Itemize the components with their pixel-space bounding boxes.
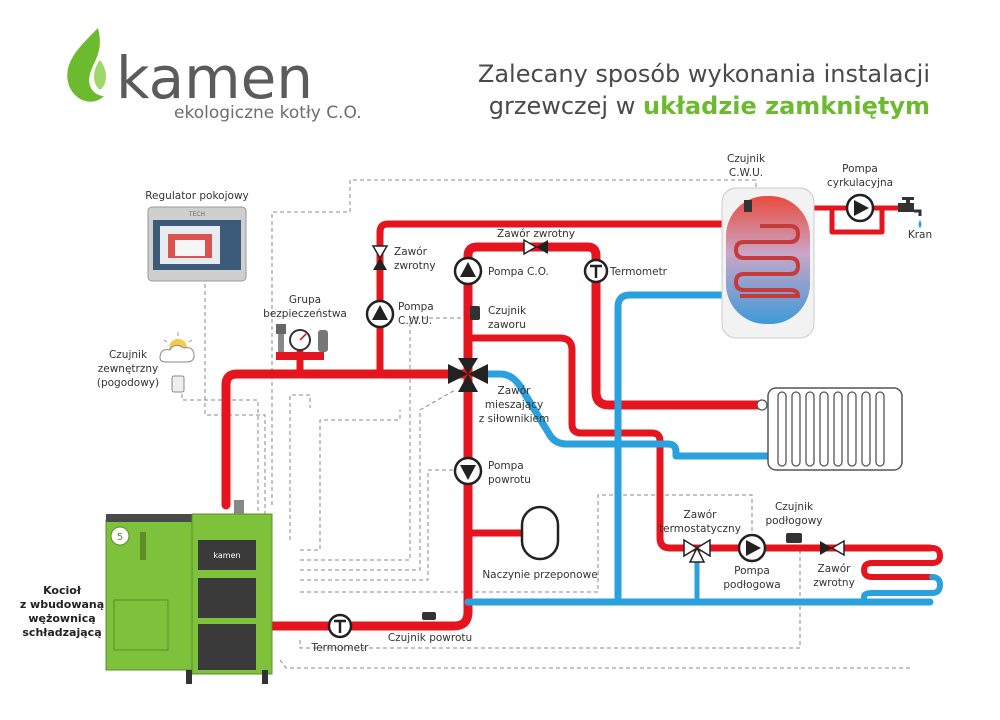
thermostatic-valve-label-1: Zawór — [684, 509, 718, 521]
flame-inner-icon — [94, 60, 106, 90]
pump-co-icon — [453, 256, 483, 286]
outdoor-sensor-label-3: (pogodowy) — [97, 377, 159, 389]
flame-icon — [67, 28, 104, 102]
outdoor-sensor-label-2: zewnętrzny — [98, 363, 159, 375]
thermostatic-valve-label-2: termostatyczny — [659, 523, 741, 535]
safety-group-label-2: bezpieczeństwa — [263, 308, 347, 320]
pump-return-label-2: powrotu — [488, 474, 531, 486]
expansion-vessel-label: Naczynie przeponowe — [482, 569, 597, 581]
sun-cloud-icon — [159, 332, 195, 363]
pump-cwu-icon — [365, 299, 395, 329]
control-wires — [181, 179, 910, 669]
supply-pipes — [221, 201, 934, 631]
thermometer-top-label: Termometr — [609, 266, 668, 278]
boiler-label-1: Kocioł — [43, 584, 82, 597]
boiler-brand: kamen — [213, 551, 240, 560]
pump-return-icon — [453, 456, 483, 486]
boiler-label-3: wężownicą — [28, 612, 95, 625]
thermometer-top-icon — [583, 258, 609, 284]
floor-pump-label-2: podłogowa — [723, 579, 780, 591]
floor-sensor — [786, 533, 802, 543]
mixing-valve-label-3: z siłownikiem — [479, 413, 550, 425]
check-valve-floor-label-1: Zawór — [818, 563, 852, 575]
circ-pump-label-1: Pompa — [842, 163, 878, 175]
mixing-valve-label-1: Zawór — [498, 385, 532, 397]
sensor-cwu — [744, 200, 752, 212]
thermometer-bottom-label: Termometr — [311, 642, 370, 654]
logo-word: kamen — [116, 44, 313, 112]
safety-group-label-1: Grupa — [289, 294, 321, 306]
circulation-pump — [845, 193, 875, 223]
outdoor-sensor-label-1: Czujnik — [109, 349, 148, 361]
floor-heating-coil — [857, 545, 943, 605]
floor-sensor-label-1: Czujnik — [775, 501, 814, 513]
title-line1: Zalecany sposób wykonania instalacji — [478, 60, 930, 88]
safety-group — [276, 324, 328, 360]
check-valve-cwu-label-1: Zawór — [394, 246, 428, 258]
floor-pump-label-1: Pompa — [734, 565, 770, 577]
boiler: 5 kamen — [105, 500, 273, 684]
weather-sensor — [159, 332, 195, 393]
hot-water-tank — [721, 187, 815, 339]
regulator-label: Regulator pokojowy — [145, 190, 249, 202]
check-valve-floor-icon — [820, 539, 845, 557]
title-line2-prefix: grzewczej w — [489, 92, 643, 120]
boiler-badge: 5 — [117, 532, 123, 543]
circ-pump-label-2: cyrkulacyjna — [827, 177, 893, 189]
valve-sensor-label-2: zaworu — [488, 319, 526, 331]
room-regulator: TECH — [147, 206, 247, 282]
pump-return-label-1: Pompa — [488, 460, 524, 472]
title-line2: grzewczej w układzie zamkniętym — [489, 92, 930, 120]
check-valve-cwu-icon — [371, 245, 389, 270]
return-sensor-label: Czujnik powrotu — [388, 632, 472, 644]
check-valve-cwu-label-2: zwrotny — [394, 260, 436, 272]
tap-icon — [898, 197, 922, 228]
thermostatic-valve-icon — [683, 538, 711, 563]
logo-tagline: ekologiczne kotły C.O. — [174, 103, 362, 123]
mixing-valve-label-2: mieszający — [485, 399, 543, 411]
cwu-sensor-label-1: Czujnik — [727, 153, 766, 165]
regulator-brand: TECH — [188, 211, 205, 218]
boiler-label-2: z wbudowaną — [20, 598, 104, 611]
valve-sensor — [470, 306, 480, 320]
return-pipes — [464, 291, 934, 606]
expansion-vessel — [468, 505, 560, 561]
pump-cwu-label-2: C.W.U. — [398, 315, 432, 327]
tap-label: Kran — [908, 229, 932, 241]
pump-floor-icon — [737, 533, 767, 563]
kamen-logo: kamen ekologiczne kotły C.O. — [67, 28, 362, 123]
valve-sensor-label-1: Czujnik — [488, 305, 527, 317]
check-valve-floor-label-2: zwrotny — [813, 577, 855, 589]
cwu-sensor-label-2: C.W.U. — [729, 167, 763, 179]
check-valve-co-icon — [523, 238, 548, 256]
return-sensor — [422, 612, 436, 620]
radiator — [756, 387, 903, 471]
boiler-label-4: schładzającą — [22, 626, 101, 639]
title-line2-highlight: układzie zamkniętym — [643, 92, 930, 120]
floor-sensor-label-2: podłogowy — [765, 515, 822, 527]
mixing-valve-icon — [448, 358, 488, 392]
pump-cwu-label-1: Pompa — [398, 301, 434, 313]
thermometer-bottom-icon — [327, 613, 353, 639]
pump-co-label: Pompa C.O. — [488, 266, 549, 278]
check-valve-co-label: Zawór zwrotny — [497, 228, 575, 240]
